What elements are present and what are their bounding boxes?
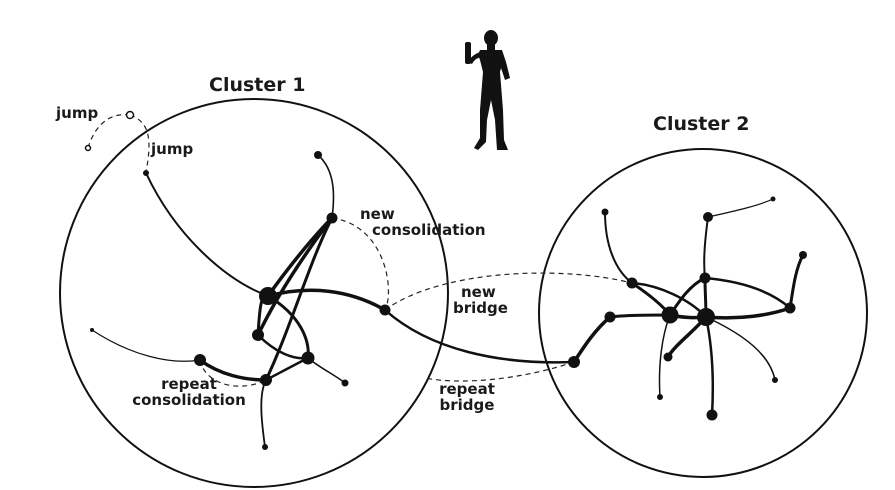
edge — [707, 198, 774, 218]
new-bridge-path — [384, 272, 633, 311]
node — [703, 212, 713, 222]
node — [379, 304, 391, 316]
cluster-1-nodes — [90, 151, 391, 450]
edge — [256, 216, 334, 337]
repeat-bridge-label-line1: repeat — [439, 380, 495, 398]
jump-nodes — [84, 110, 135, 152]
jump-label-1: jump — [56, 104, 99, 122]
node — [604, 311, 616, 323]
repeat-consolidation-path — [199, 359, 267, 387]
repeat-bridge-path — [424, 361, 575, 382]
node — [90, 328, 94, 332]
node — [341, 379, 349, 387]
edge — [307, 357, 346, 384]
new-bridge-label: new bridge — [441, 283, 508, 317]
node — [314, 151, 322, 159]
jump-node — [125, 110, 135, 120]
jump-path-2 — [129, 114, 150, 173]
cluster-2-title: Cluster 2 — [653, 113, 750, 135]
edge — [317, 154, 335, 219]
edge — [788, 253, 805, 310]
cluster-1-title: Cluster 1 — [209, 74, 306, 96]
new-consolidation-label: new consolidation — [360, 205, 490, 239]
edge — [705, 316, 776, 381]
node — [770, 196, 776, 202]
edge — [604, 211, 633, 284]
node — [663, 352, 673, 362]
node — [661, 306, 679, 324]
repeat-consolidation-label-line2: consolidation — [132, 390, 246, 409]
new-bridge-label-line2: bridge — [453, 298, 508, 317]
person-silhouette-icon — [465, 30, 510, 150]
jump-label-2: jump — [151, 140, 194, 158]
node — [657, 394, 663, 400]
node — [252, 329, 264, 341]
dashed-paths — [87, 113, 633, 387]
edge — [703, 276, 792, 310]
node — [799, 251, 807, 259]
repeat-bridge-label-line2: bridge — [439, 395, 495, 414]
node — [601, 208, 609, 216]
new-consolidation-label-line2: consolidation — [372, 220, 486, 239]
edge — [608, 313, 672, 319]
edge — [703, 216, 709, 279]
node — [626, 277, 638, 289]
node — [259, 287, 277, 305]
node — [301, 351, 315, 365]
node — [262, 444, 268, 450]
node — [143, 170, 149, 176]
node — [772, 377, 778, 383]
edge — [264, 216, 334, 382]
edge — [572, 315, 612, 364]
edge — [145, 172, 269, 297]
node — [706, 409, 718, 421]
edge — [383, 308, 576, 364]
jump-node — [84, 144, 92, 152]
cluster-2-edges — [572, 198, 805, 417]
cluster-1-circle — [59, 98, 449, 488]
node — [194, 354, 206, 366]
node — [260, 374, 272, 386]
new-bridge-label-line1: new — [461, 283, 496, 301]
edge — [260, 379, 267, 448]
edge — [266, 288, 387, 312]
node — [699, 272, 711, 284]
new-consolidation-label-line1: new — [360, 205, 395, 223]
jump-path-1 — [87, 113, 131, 149]
cluster-2-nodes — [568, 196, 807, 421]
node — [568, 356, 580, 368]
edge — [704, 306, 792, 320]
node — [697, 308, 715, 326]
node — [326, 212, 338, 224]
repeat-consolidation-label: repeat consolidation — [118, 375, 260, 409]
cluster-2-circle — [538, 148, 868, 478]
new-consolidation-path — [331, 217, 389, 311]
edge — [91, 329, 201, 362]
edge — [704, 315, 714, 417]
node — [784, 302, 796, 314]
repeat-consolidation-label-line1: repeat — [161, 375, 217, 393]
repeat-bridge-label: repeat bridge — [427, 380, 507, 414]
